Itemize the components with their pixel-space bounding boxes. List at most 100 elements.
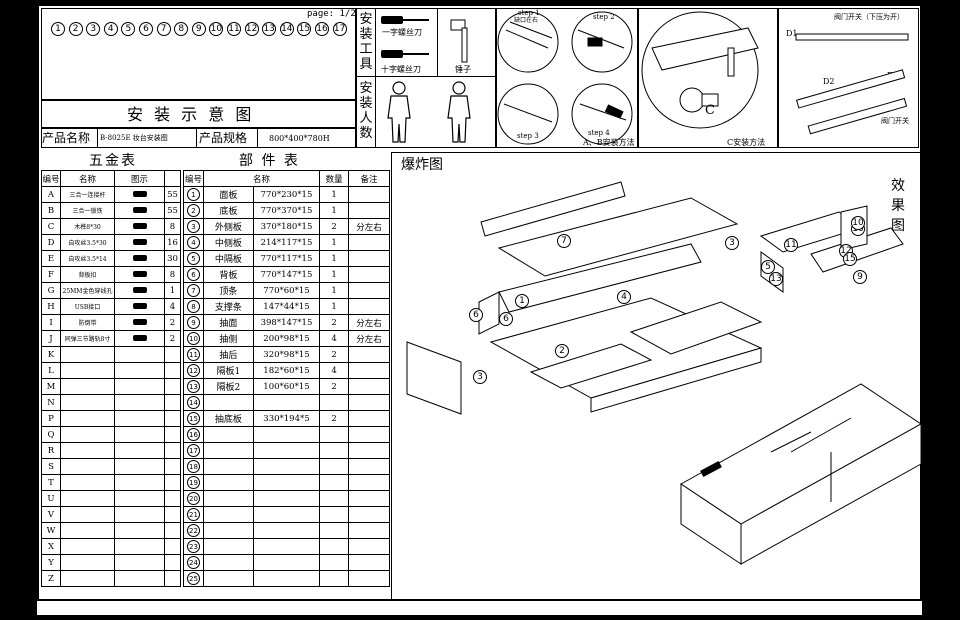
hardware-illustration [114, 410, 165, 427]
hardware-header-qty [164, 170, 181, 187]
step3-label: step 3 [517, 132, 539, 140]
hardware-code: P [41, 410, 61, 427]
part-number-cell: 4 [183, 234, 204, 251]
hardware-name [60, 554, 115, 571]
hardware-qty: 8 [164, 218, 181, 235]
part-qty: 1 [319, 202, 349, 219]
part-number-circle: 9 [191, 22, 206, 36]
part-note [347, 282, 391, 299]
part-number-cell: 6 [183, 266, 204, 283]
part-number-cell: 10 [183, 330, 204, 347]
part-qty: 1 [319, 186, 349, 203]
part-qty: 1 [319, 234, 349, 251]
hardware-illustration [114, 506, 165, 523]
hardware-qty [164, 362, 181, 379]
hardware-qty: 55 [164, 186, 181, 203]
part-qty: 4 [319, 362, 349, 379]
hardware-name: 同弹三节路轨8寸 [60, 330, 115, 347]
parts-table-title: 部 件 表 [239, 153, 300, 169]
part-note: 分左右 [347, 330, 391, 347]
hardware-name [60, 506, 115, 523]
part-numbers-panel [41, 8, 356, 100]
part-number-cell: 16 [183, 426, 204, 443]
part-number-circle: 14 [186, 396, 200, 409]
part-name: 面板 [202, 186, 254, 203]
hardware-qty [164, 442, 181, 459]
part-note [347, 202, 391, 219]
table-row: 24 [183, 554, 391, 571]
part-number-cell: 25 [183, 570, 204, 587]
part-number-cell: 11 [183, 346, 204, 363]
tools-panel [356, 8, 496, 148]
hardware-name [60, 442, 115, 459]
hardware-name [60, 346, 115, 363]
table-row: 21 [183, 506, 391, 523]
hardware-code: U [41, 490, 61, 507]
part-name [202, 394, 254, 411]
hardware-part-icon [132, 318, 147, 325]
table-row: 16 [183, 426, 391, 443]
hardware-illustration [114, 570, 165, 587]
part-qty [319, 426, 349, 443]
part-spec [252, 522, 321, 539]
hardware-name [60, 538, 115, 555]
part-name: 支撑条 [202, 298, 254, 315]
part-spec: 214*117*15 [252, 234, 321, 251]
part-number-cell: 1 [183, 186, 204, 203]
table-row: 22 [183, 522, 391, 539]
hardware-code: R [41, 442, 61, 459]
hardware-illustration [114, 362, 165, 379]
part-spec [252, 554, 321, 571]
hardware-qty: 2 [164, 314, 181, 331]
parts-header-name: 名称 [202, 170, 321, 187]
part-number-cell: 9 [183, 314, 204, 331]
hardware-code: H [41, 298, 61, 315]
ab-steps-panel [496, 8, 638, 148]
part-qty [319, 522, 349, 539]
hammer-icon [450, 19, 468, 63]
hardware-code: Y [41, 554, 61, 571]
hardware-name: 自攻丝3.5*30 [60, 234, 115, 251]
hardware-part-icon [132, 190, 147, 197]
part-number-cell: 22 [183, 522, 204, 539]
part-name [202, 442, 254, 459]
hardware-code: L [41, 362, 61, 379]
d2-label: D2 [823, 77, 835, 86]
part-number-circle: 15 [186, 412, 200, 425]
c-letter: C [705, 103, 715, 118]
hardware-code: G [41, 282, 61, 299]
hardware-illustration [114, 378, 165, 395]
part-number-circle: 13 [186, 380, 200, 393]
c-method-diagram [641, 11, 759, 129]
hardware-illustration [114, 202, 165, 219]
part-note [347, 442, 391, 459]
hardware-illustration [114, 538, 165, 555]
hardware-name [60, 474, 115, 491]
hardware-illustration [114, 250, 165, 267]
step1-label: step 1 [518, 9, 540, 17]
part-number-circle: 5 [186, 252, 200, 265]
hardware-illustration [114, 474, 165, 491]
part-note [347, 522, 391, 539]
page-title: 安 装 示 意 图 [127, 105, 255, 124]
callout-marker: 13 [769, 272, 783, 286]
drawer-switch-bottom-label: 阀门开关 [881, 117, 909, 125]
hardware-code: Q [41, 426, 61, 443]
part-number-circle: 22 [186, 524, 200, 537]
part-number-cell: 3 [183, 218, 204, 235]
part-number-circle: 10 [186, 332, 200, 345]
table-row: R [41, 442, 181, 459]
part-number-circle: 23 [186, 540, 200, 553]
part-name [202, 506, 254, 523]
part-qty [319, 474, 349, 491]
parts-header-note: 备注 [347, 170, 391, 187]
